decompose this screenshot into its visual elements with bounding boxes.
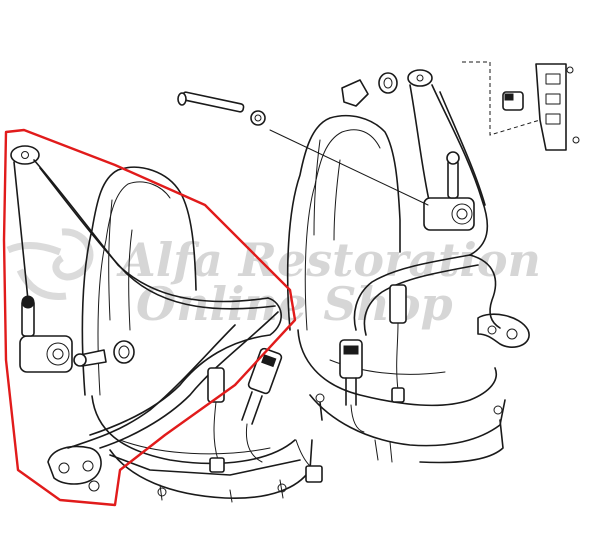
long-bolt [177,91,245,113]
height-adjuster-rail [535,63,580,151]
left-bush [113,340,135,364]
left-buckle [241,347,283,463]
cap-cover [341,79,369,107]
right-retractor [423,151,475,231]
clip-connector [502,91,524,111]
right-tongue [389,284,407,403]
watermark-line1: Alfa Restoration [116,233,541,287]
right-seat [286,114,506,464]
left-bolt [73,349,107,367]
right-seat-cushion [297,329,497,407]
nut [250,110,266,126]
left-lap-webbing [89,297,282,436]
right-buckle [339,339,365,433]
right-shoulder-webbing [409,84,489,256]
right-upper-anchor [407,69,433,87]
left-connector [295,439,323,483]
highlight-outline [2,128,297,507]
left-seat-back [81,166,197,396]
leader-line [269,129,429,206]
left-floor-anchor [47,445,102,492]
left-upper-anchor [10,145,40,165]
left-belt-assembly [10,145,323,492]
left-seat [81,166,313,503]
right-floor-anchor [477,313,530,348]
watermark-logo [6,228,94,300]
callout-bracket [462,61,541,136]
left-retractor [19,295,73,373]
right-lap-webbing [353,254,479,336]
right-seat-back [286,114,401,331]
left-tongue [207,367,225,473]
right-belt-assembly [339,69,530,433]
loose-hardware [177,63,580,151]
spacer-bush [378,72,398,94]
left-seat-cushion [91,395,296,465]
